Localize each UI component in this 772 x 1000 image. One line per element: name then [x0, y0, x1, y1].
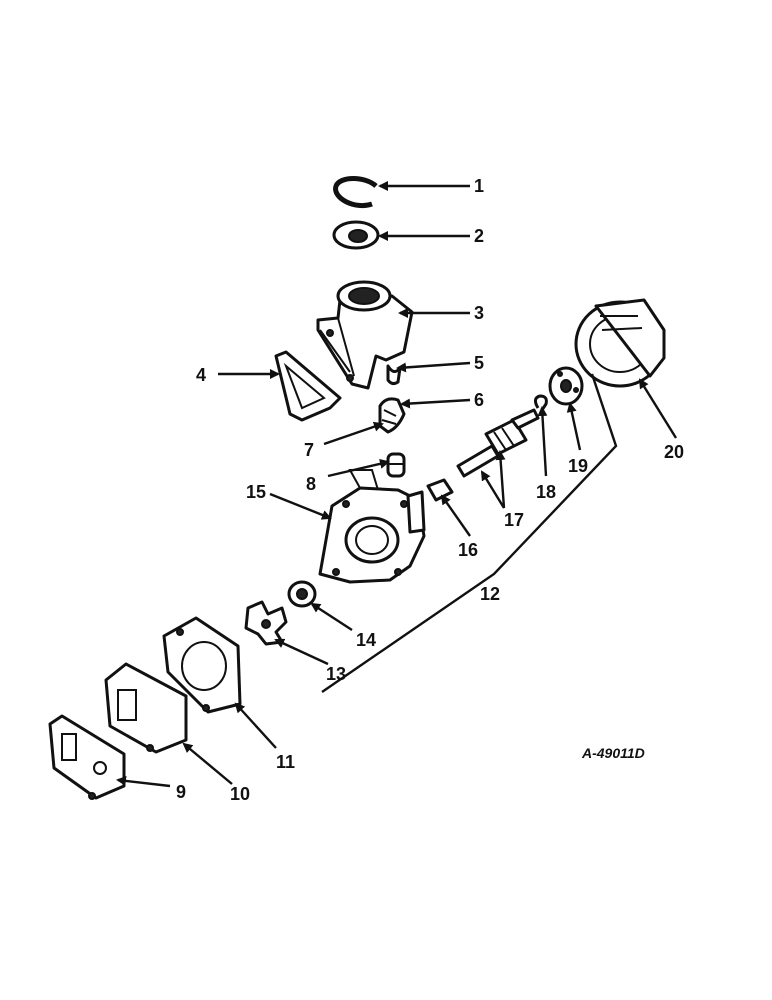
leader-lines [116, 181, 678, 788]
leader-15 [269, 492, 332, 520]
cover-gasket-part [48, 714, 126, 800]
impeller-part [244, 600, 288, 646]
leader-18 [537, 406, 548, 477]
shaft-bearing-part [456, 408, 540, 478]
label-18: 18 [536, 482, 556, 502]
leader-20 [638, 378, 678, 439]
cover-plate-part [104, 662, 188, 754]
leader-8 [327, 458, 390, 478]
drawing-code: A-49011D [581, 745, 645, 761]
bushing-part [386, 452, 406, 478]
plug-part [386, 364, 402, 386]
leader-6 [400, 398, 471, 409]
leader-10 [182, 742, 233, 785]
leader-11 [234, 702, 277, 749]
leader-16 [440, 494, 471, 537]
label-17: 17 [504, 510, 524, 530]
label-3: 3 [474, 303, 484, 323]
label-8: 8 [306, 474, 316, 494]
sleeve-part [426, 478, 454, 502]
leader-17a [480, 470, 506, 509]
elbow-fitting-part [378, 397, 406, 434]
label-10: 10 [230, 784, 250, 804]
label-5: 5 [474, 353, 484, 373]
pump-seal-part [287, 580, 317, 608]
leader-5 [396, 361, 471, 373]
label-1: 1 [474, 176, 484, 196]
hub-part [548, 366, 584, 406]
label-12: 12 [480, 584, 500, 604]
label-6: 6 [474, 390, 484, 410]
group-bracket-12 [321, 373, 618, 693]
pump-body-part [318, 469, 426, 584]
leader-9 [116, 775, 171, 788]
label-7: 7 [304, 440, 314, 460]
label-19: 19 [568, 456, 588, 476]
outlet-gasket-part [274, 350, 342, 422]
leader-13 [274, 638, 329, 666]
leader-17b [495, 450, 506, 509]
seal-part [332, 220, 380, 250]
label-4: 4 [196, 365, 206, 385]
label-14: 14 [356, 630, 376, 650]
label-20: 20 [664, 442, 684, 462]
label-13: 13 [326, 664, 346, 684]
part-labels: 1 2 3 4 5 6 7 8 9 10 11 12 13 14 15 16 1… [176, 176, 684, 804]
label-15: 15 [246, 482, 266, 502]
label-2: 2 [474, 226, 484, 246]
label-11: 11 [276, 752, 295, 772]
label-16: 16 [458, 540, 478, 560]
leader-19 [566, 402, 582, 451]
pulley-part [574, 298, 666, 388]
clip-part [533, 394, 548, 411]
label-9: 9 [176, 782, 186, 802]
snap-ring-part [333, 176, 378, 208]
water-outlet-housing-part [316, 280, 414, 390]
leader-7 [323, 421, 384, 446]
leader-14 [310, 602, 353, 632]
